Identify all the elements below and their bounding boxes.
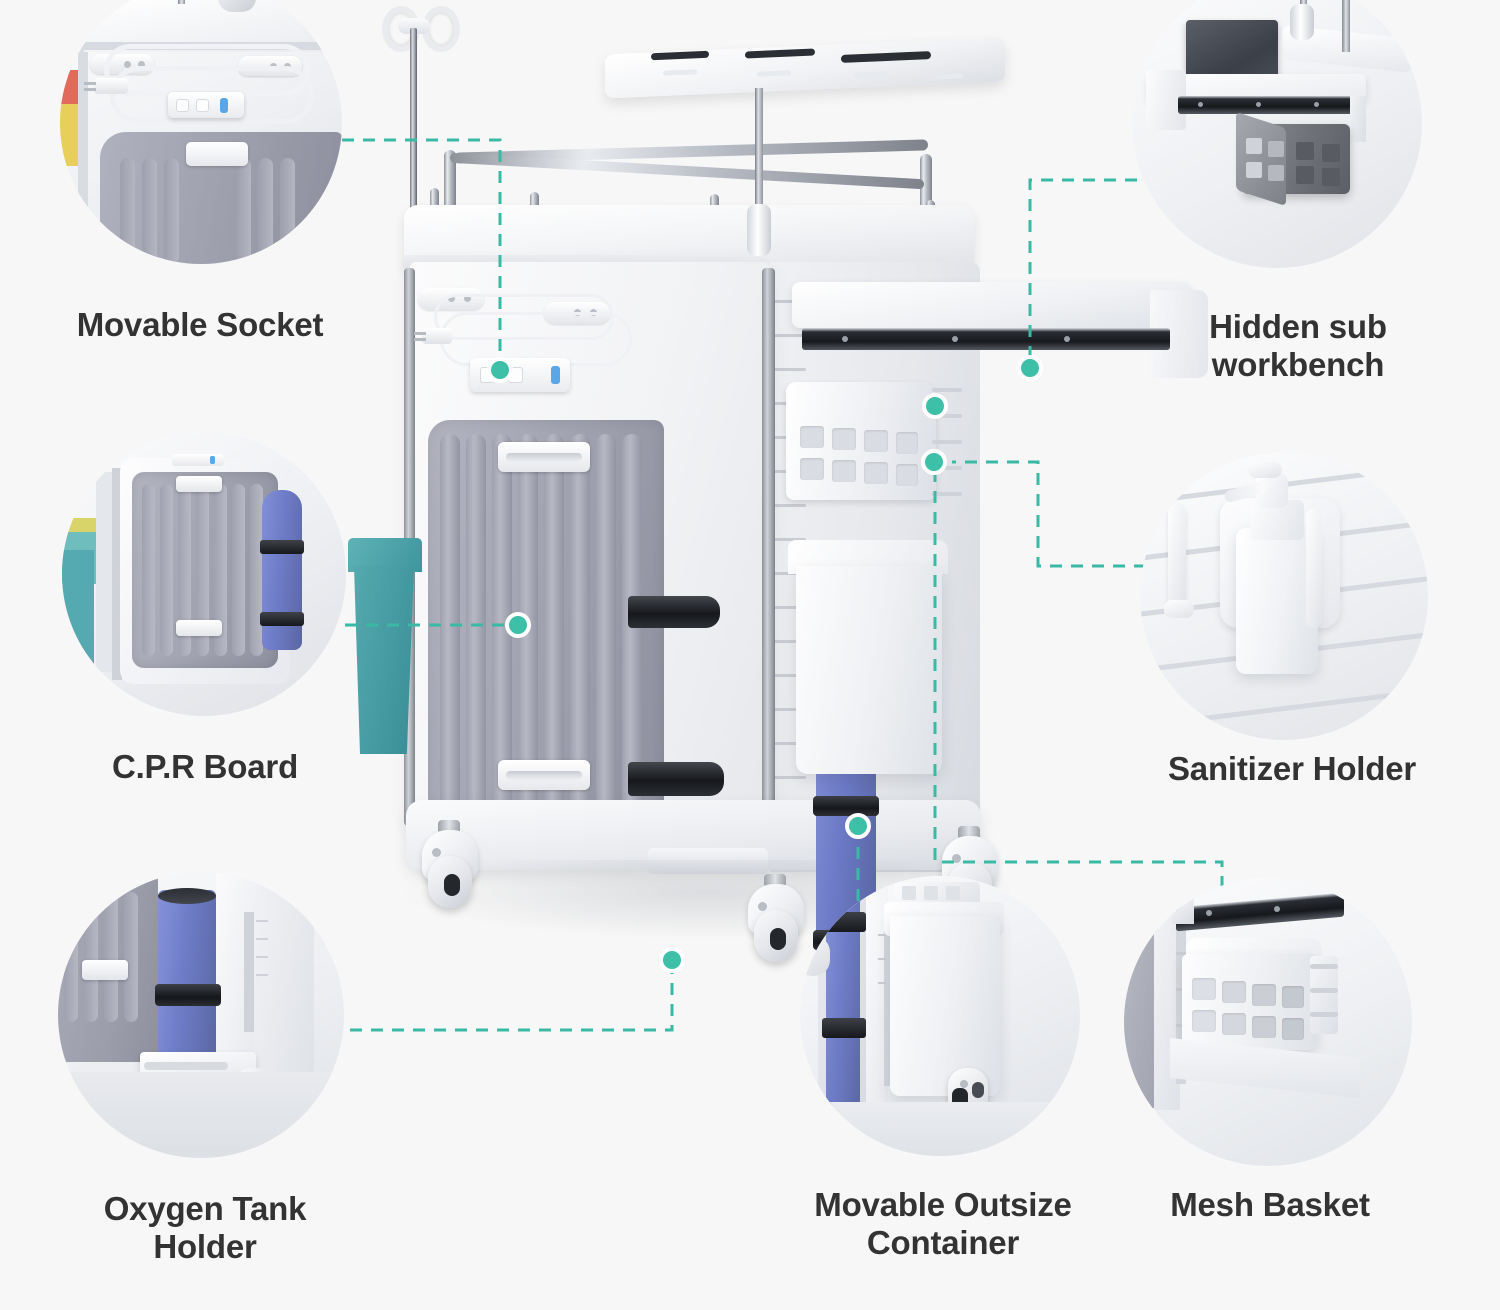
drawer-slide-rail bbox=[802, 328, 1170, 350]
movable-power-strip[interactable] bbox=[470, 358, 570, 392]
caster-front-left bbox=[416, 820, 482, 918]
oxygen-strap-upper bbox=[813, 796, 879, 816]
callout-image-hidden-sub-workbench bbox=[1132, 0, 1422, 268]
tray-post bbox=[755, 88, 763, 248]
callout-image-mesh-basket bbox=[1124, 878, 1412, 1166]
teal-waste-bin bbox=[348, 538, 422, 754]
outsize-container-body bbox=[796, 566, 942, 774]
callout-image-movable-outsize-container bbox=[800, 876, 1080, 1156]
power-switch[interactable] bbox=[551, 366, 560, 384]
mesh-basket[interactable] bbox=[786, 368, 964, 503]
callout-image-movable-socket bbox=[60, 0, 342, 264]
callout-label-movable-socket: Movable Socket bbox=[76, 306, 324, 343]
cabinet-edge-right bbox=[762, 268, 775, 868]
callout-image-sanitizer-holder bbox=[1140, 452, 1428, 740]
callout-label-cpr-board: C.P.R Board bbox=[111, 748, 299, 785]
iv-pole-rod bbox=[410, 28, 417, 243]
waste-bin-body bbox=[354, 566, 414, 754]
mesh-basket-body bbox=[786, 382, 936, 500]
cpr-handle-bottom[interactable] bbox=[498, 760, 590, 790]
callout-image-cpr-board bbox=[62, 432, 346, 716]
power-plug bbox=[422, 328, 452, 344]
strap-lower bbox=[628, 762, 724, 796]
cpr-handle-top[interactable] bbox=[498, 442, 590, 472]
callout-label-movable-outsize-container: Movable Outsize Container bbox=[814, 1186, 1072, 1262]
rail-mid-bar bbox=[450, 152, 924, 190]
base-handle[interactable] bbox=[648, 848, 768, 874]
tray-surface bbox=[605, 37, 1005, 99]
strap-upper bbox=[628, 596, 720, 628]
movable-outsize-container[interactable] bbox=[788, 540, 948, 775]
cpr-board bbox=[428, 420, 664, 825]
callout-label-mesh-basket: Mesh Basket bbox=[1170, 1186, 1370, 1223]
mesh-basket-rail-bracket bbox=[932, 388, 964, 498]
plug-prong-1 bbox=[414, 332, 426, 335]
tray-post-collar bbox=[747, 204, 771, 256]
callout-label-oxygen-tank-holder: Oxygen Tank Holder bbox=[103, 1190, 307, 1266]
callout-image-oxygen-tank-holder bbox=[58, 872, 344, 1158]
caster-front-right bbox=[742, 874, 808, 972]
upper-utility-tray bbox=[605, 36, 1005, 256]
callout-label-hidden-sub-workbench: Hidden sub workbench bbox=[1209, 308, 1387, 384]
iv-hook-boss bbox=[398, 18, 430, 34]
plug-prong-2 bbox=[414, 338, 426, 341]
callout-label-sanitizer-holder: Sanitizer Holder bbox=[1167, 750, 1417, 787]
